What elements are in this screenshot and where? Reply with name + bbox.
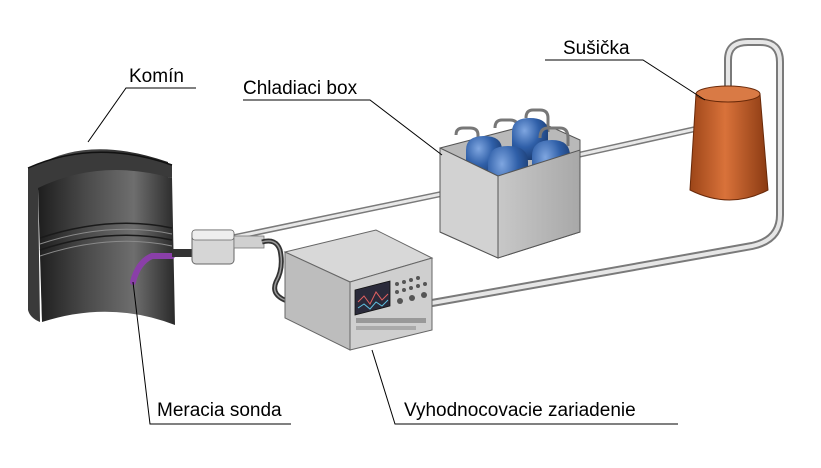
leader-chimney: [87, 87, 196, 143]
device-screen-icon: [354, 280, 391, 316]
dryer: [689, 85, 769, 201]
evaluation-device: [283, 229, 434, 351]
gas-pipes: [227, 38, 784, 307]
label-dryer: Sušička: [563, 38, 630, 59]
label-chimney: Komín: [129, 66, 184, 87]
chimney: [27, 149, 175, 325]
label-probe: Meracia sonda: [157, 400, 282, 421]
device-knobs-icon: [356, 276, 427, 330]
leader-probe: [132, 281, 291, 425]
leader-cooling-box: [243, 99, 443, 156]
label-leader-lines: [87, 59, 706, 425]
measuring-probe: [130, 229, 265, 285]
label-evaluator: Vyhodnocovacie zariadenie: [404, 400, 636, 421]
leader-dryer: [545, 59, 706, 101]
label-cooling-box: Chladiaci box: [243, 78, 358, 99]
signal-cable: [261, 238, 323, 305]
leader-evaluator: [371, 349, 678, 425]
cooling-box: [439, 108, 581, 259]
